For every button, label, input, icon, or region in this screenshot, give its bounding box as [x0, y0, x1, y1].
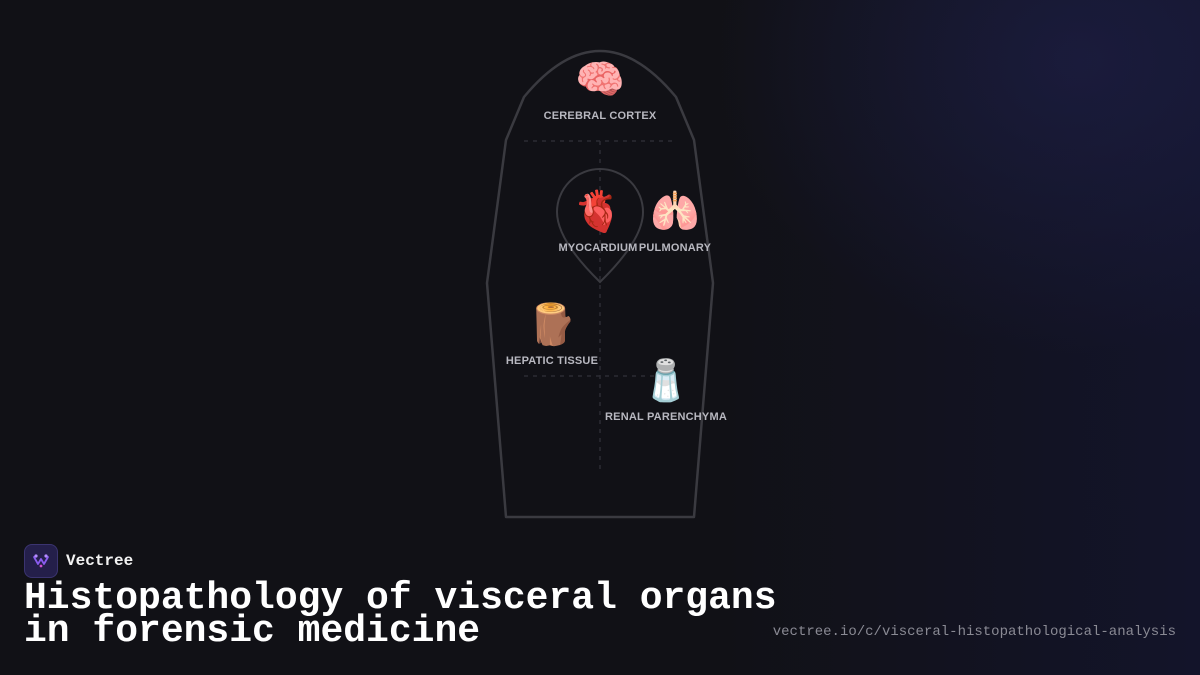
lungs-icon: 🫁: [650, 189, 700, 235]
organ-label-cerebral-cortex: CEREBRAL CORTEX: [543, 110, 657, 122]
organ-lungs: 🫁 PULMONARY: [639, 188, 711, 254]
body-silhouette: [485, 49, 715, 519]
organ-liver: 🪵 HEPATIC TISSUE: [506, 301, 598, 367]
organ-brain: 🧠 CEREBRAL CORTEX: [544, 56, 657, 122]
brand-name: Vectree: [66, 552, 134, 570]
organ-heart: 🫀 MYOCARDIUM: [559, 188, 638, 254]
page-title-line-2: in forensic medicine: [24, 610, 481, 653]
organ-kidney: 🧂 RENAL PARENCHYMA: [605, 357, 727, 423]
wood-log-icon: 🪵: [527, 302, 577, 348]
page-url-link[interactable]: vectree.io/c/visceral-histopathological-…: [772, 624, 1176, 640]
organ-label-pulmonary: PULMONARY: [638, 242, 712, 254]
organ-label-myocardium: MYOCARDIUM: [558, 242, 638, 254]
page-title-line-1: Histopathology of visceral organs: [24, 577, 777, 620]
brain-icon: 🧠: [575, 57, 625, 103]
page-title: Histopathology of visceral organs in for…: [24, 577, 777, 653]
thorax-shield-outline: [555, 168, 645, 284]
anatomical-heart-icon: 🫀: [573, 189, 623, 235]
vectree-logo-icon: [24, 544, 58, 578]
salt-shaker-icon: 🧂: [641, 358, 691, 404]
organ-label-renal-parenchyma: RENAL PARENCHYMA: [605, 411, 727, 423]
brand[interactable]: Vectree: [24, 544, 133, 578]
organ-label-hepatic-tissue: HEPATIC TISSUE: [505, 355, 599, 367]
